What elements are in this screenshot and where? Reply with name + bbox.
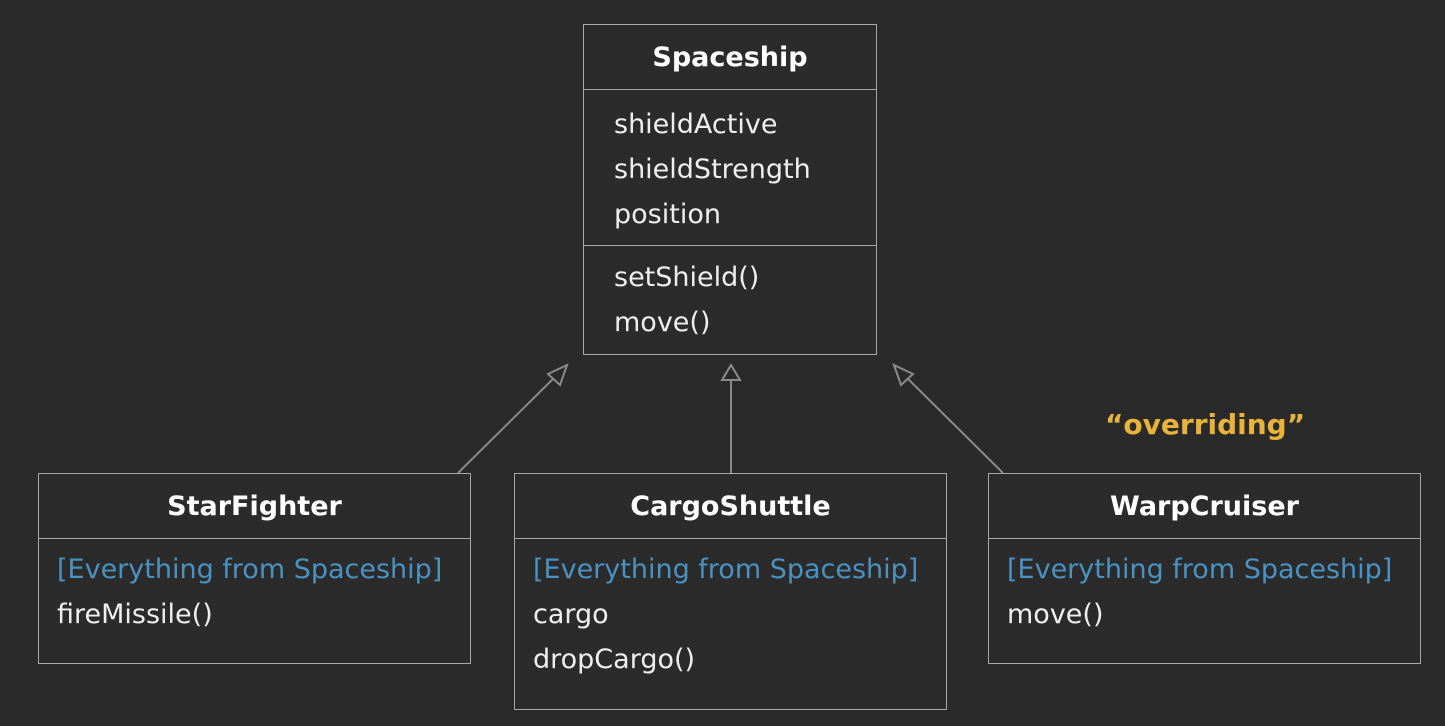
class-starfighter: StarFighter [Everything from Spaceship] …	[38, 473, 471, 664]
method: setShield()	[614, 262, 760, 293]
member: cargo	[533, 599, 609, 630]
attributes-section: shieldActive shieldStrength position	[584, 90, 876, 246]
class-title: StarFighter	[39, 474, 470, 539]
class-title: Spaceship	[584, 25, 876, 90]
class-warpcruiser: WarpCruiser [Everything from Spaceship] …	[988, 473, 1421, 664]
attribute: position	[614, 199, 721, 230]
class-spaceship: Spaceship shieldActive shieldStrength po…	[583, 24, 877, 355]
members-section: [Everything from Spaceship] cargo dropCa…	[515, 539, 946, 682]
attribute: shieldStrength	[614, 154, 811, 185]
inherited-members-note: [Everything from Spaceship]	[533, 554, 919, 585]
class-cargoshuttle: CargoShuttle [Everything from Spaceship]…	[514, 473, 947, 710]
member: fireMissile()	[57, 599, 213, 630]
members-section: [Everything from Spaceship] fireMissile(…	[39, 539, 470, 637]
arrow-cargoshuttle-to-spaceship	[720, 363, 742, 473]
inherited-members-note: [Everything from Spaceship]	[1007, 554, 1393, 585]
class-title: WarpCruiser	[989, 474, 1420, 539]
inherited-members-note: [Everything from Spaceship]	[57, 554, 443, 585]
member: move()	[1007, 599, 1104, 630]
members-section: [Everything from Spaceship] move()	[989, 539, 1420, 637]
arrow-starfighter-to-spaceship	[457, 363, 569, 474]
arrow-warpcruiser-to-spaceship	[892, 363, 1004, 474]
member: dropCargo()	[533, 644, 696, 675]
overriding-annotation: “overriding”	[1105, 408, 1306, 441]
methods-section: setShield() move()	[584, 246, 876, 345]
attribute: shieldActive	[614, 109, 778, 140]
class-title: CargoShuttle	[515, 474, 946, 539]
method: move()	[614, 307, 711, 338]
